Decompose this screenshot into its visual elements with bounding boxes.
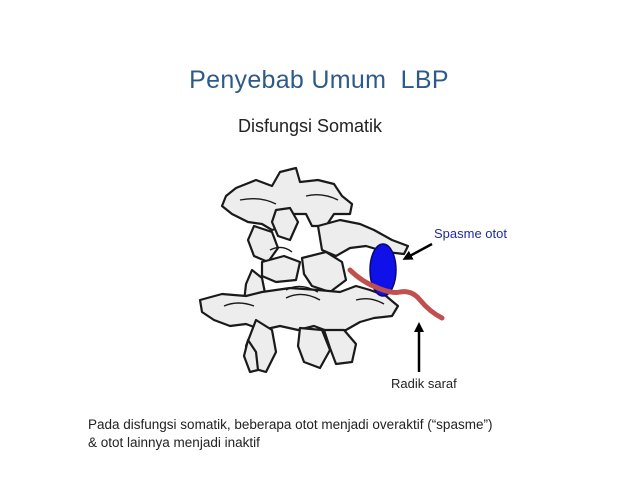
caption-line-2: & otot lainnya menjadi inaktif <box>88 435 260 450</box>
slide-subtitle: Disfungsi Somatik <box>237 116 383 136</box>
vertebra-illustration <box>198 166 410 374</box>
caption-text: Pada disfungsi somatik, beberapa otot me… <box>88 416 608 452</box>
spasm-label: Spasme otot <box>434 226 507 241</box>
vertebra-shading <box>223 193 385 307</box>
nerve-root-line <box>347 267 445 321</box>
caption-line-1: Pada disfungsi somatik, beberapa otot me… <box>88 417 493 432</box>
muscle-spasm-shape <box>369 243 397 297</box>
spasm-arrow <box>402 242 433 260</box>
nerve-root-label: Radik saraf <box>391 376 457 391</box>
slide-title: Penyebab Umum LBP <box>189 66 449 94</box>
